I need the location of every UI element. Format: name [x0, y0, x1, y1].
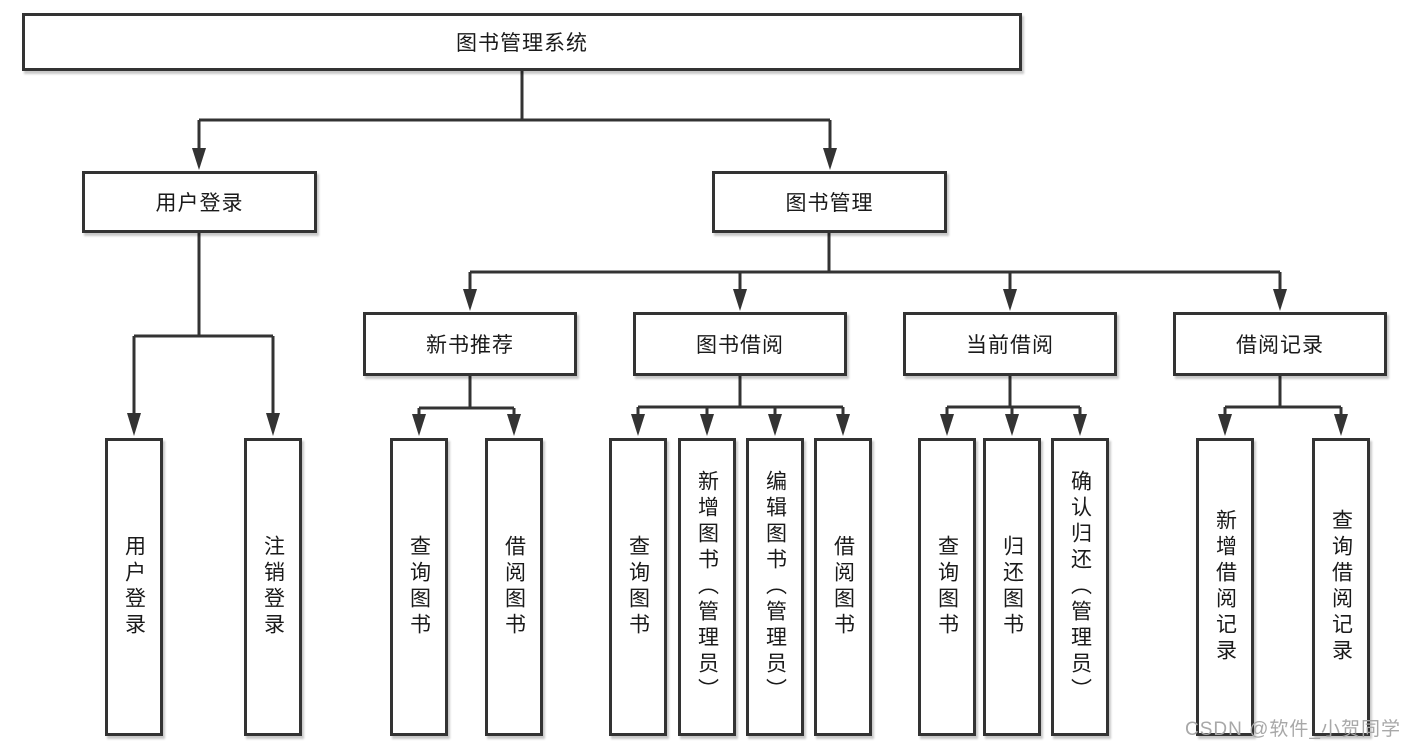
- leaf-label: 借阅图书: [831, 535, 855, 639]
- node-current-borrow: 当前借阅: [903, 312, 1117, 376]
- node-book-borrow: 图书借阅: [633, 312, 847, 376]
- node-user-login: 用户登录: [82, 171, 317, 233]
- node-book-management: 图书管理: [712, 171, 947, 233]
- leaf-label: 用户登录: [122, 535, 146, 639]
- leaf-edit-books-admin: 编辑图书（管理员）: [746, 438, 804, 736]
- leaf-label: 编辑图书（管理员）: [763, 470, 787, 704]
- node-borrow-records: 借阅记录: [1173, 312, 1387, 376]
- leaf-label: 新增借阅记录: [1213, 509, 1237, 665]
- leaf-label: 新增图书（管理员）: [695, 470, 719, 704]
- node-label: 图书管理系统: [456, 32, 588, 55]
- node-label: 图书管理: [785, 192, 874, 215]
- leaf-label: 查询借阅记录: [1329, 509, 1353, 665]
- node-root-system: 图书管理系统: [22, 13, 1022, 71]
- arrow-to-user-login: [192, 148, 206, 170]
- leaf-borrow-books-recommend: 借阅图书: [485, 438, 543, 736]
- node-label: 新书推荐: [426, 334, 514, 357]
- leaf-user-login: 用户登录: [105, 438, 163, 736]
- arrow-to-book-mgmt: [823, 148, 837, 170]
- leaf-add-books-admin: 新增图书（管理员）: [678, 438, 736, 736]
- leaf-query-books-recommend: 查询图书: [390, 438, 448, 736]
- leaf-label: 查询图书: [935, 535, 959, 639]
- csdn-watermark: CSDN @软件_小贺同学: [1185, 719, 1401, 740]
- leaf-return-books: 归还图书: [983, 438, 1041, 736]
- leaf-confirm-return-admin: 确认归还（管理员）: [1051, 438, 1109, 736]
- leaf-logout: 注销登录: [244, 438, 302, 736]
- leaf-query-books-current: 查询图书: [918, 438, 976, 736]
- node-label: 借阅记录: [1236, 334, 1324, 357]
- leaf-label: 归还图书: [1000, 535, 1024, 639]
- leaf-label: 借阅图书: [502, 535, 526, 639]
- node-label: 图书借阅: [696, 334, 784, 357]
- leaf-label: 查询图书: [407, 535, 431, 639]
- leaf-query-books-borrow: 查询图书: [609, 438, 667, 736]
- leaf-label: 确认归还（管理员）: [1068, 470, 1092, 704]
- leaf-add-borrow-record: 新增借阅记录: [1196, 438, 1254, 736]
- leaf-query-borrow-record: 查询借阅记录: [1312, 438, 1370, 736]
- leaf-borrow-books: 借阅图书: [814, 438, 872, 736]
- leaf-label: 查询图书: [626, 535, 650, 639]
- leaf-label: 注销登录: [261, 535, 285, 639]
- node-new-book-recommend: 新书推荐: [363, 312, 577, 376]
- node-label: 当前借阅: [966, 334, 1054, 357]
- node-label: 用户登录: [155, 192, 244, 215]
